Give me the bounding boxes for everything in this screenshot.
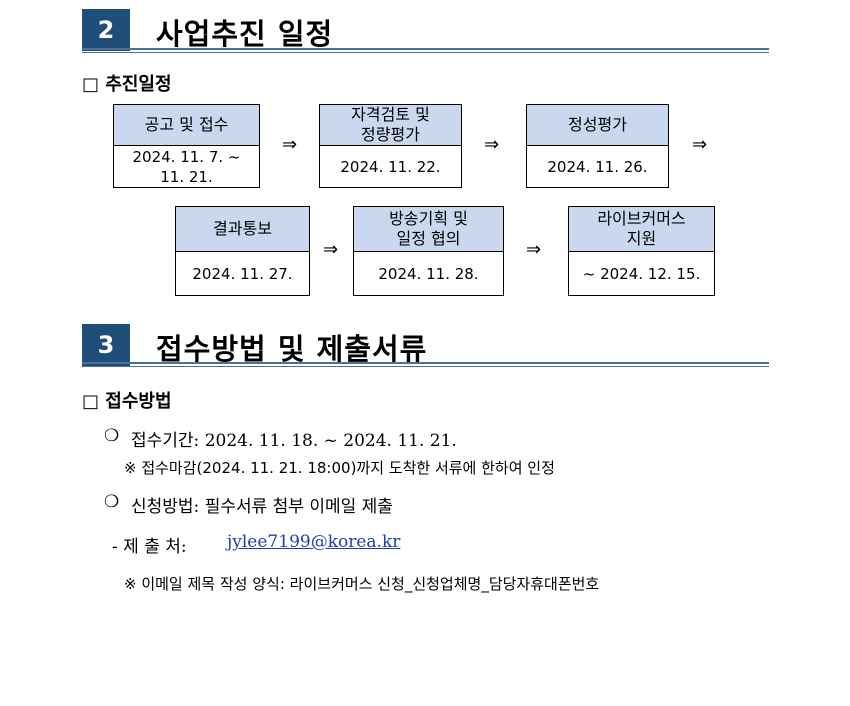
step-title: 방송기획 및 일정 협의	[354, 207, 503, 252]
method-bullet-icon: ❍	[104, 492, 120, 512]
application-method: 신청방법: 필수서류 첨부 이메일 제출	[131, 497, 393, 517]
step-date: 2024. 11. 7. ~ 11. 21.	[132, 147, 241, 186]
section-3-rule-thin	[82, 366, 769, 367]
section-2-title: 사업추진 일정	[156, 17, 334, 51]
email-subject-note: ※ 이메일 제목 작성 양식: 라이브커머스 신청_신청업체명_담당자휴대폰번호	[124, 575, 600, 593]
section-2-rule-thin	[82, 52, 769, 53]
section-2-number: 2	[82, 9, 130, 51]
schedule-step-qualification: 자격검토 및 정량평가 2024. 11. 22.	[319, 104, 462, 188]
step-title: 라이브커머스 지원	[569, 207, 714, 252]
section-3-rule	[82, 362, 769, 364]
flow-arrow: ⇒	[692, 134, 708, 155]
step-date: 2024. 11. 26.	[547, 157, 648, 176]
step-date: 2024. 11. 27.	[192, 264, 293, 283]
schedule-step-live-commerce: 라이브커머스 지원 ~ 2024. 12. 15.	[568, 206, 715, 296]
flow-arrow: ⇒	[323, 239, 339, 260]
step-title: 결과통보	[176, 207, 309, 252]
method-subhead: □ 접수방법	[82, 391, 172, 412]
schedule-step-broadcast-planning: 방송기획 및 일정 협의 2024. 11. 28.	[353, 206, 504, 296]
schedule-step-result: 결과통보 2024. 11. 27.	[175, 206, 310, 296]
period-bullet-icon: ❍	[104, 426, 120, 446]
step-date: 2024. 11. 22.	[340, 157, 441, 176]
deadline-note: ※ 접수마감(2024. 11. 21. 18:00)까지 도착한 서류에 한하…	[124, 459, 555, 477]
flow-arrow: ⇒	[484, 134, 500, 155]
schedule-step-qualitative: 정성평가 2024. 11. 26.	[526, 104, 669, 188]
schedule-step-announcement: 공고 및 접수 2024. 11. 7. ~ 11. 21.	[113, 104, 260, 188]
section-3-title: 접수방법 및 제출서류	[156, 332, 428, 366]
flow-arrow: ⇒	[282, 134, 298, 155]
section-3-number: 3	[82, 324, 130, 366]
section-2-rule	[82, 48, 769, 50]
submit-label: - 제 출 처:	[112, 537, 187, 557]
application-period: 접수기간: 2024. 11. 18. ~ 2024. 11. 21.	[131, 431, 457, 451]
flow-arrow: ⇒	[526, 239, 542, 260]
step-title: 공고 및 접수	[114, 105, 259, 146]
schedule-subhead: □ 추진일정	[82, 74, 172, 95]
step-date: ~ 2024. 12. 15.	[582, 264, 701, 283]
submit-email-link[interactable]: jylee7199@korea.kr	[227, 532, 401, 552]
step-title: 정성평가	[527, 105, 668, 146]
step-date: 2024. 11. 28.	[378, 264, 479, 283]
step-title: 자격검토 및 정량평가	[320, 105, 461, 146]
